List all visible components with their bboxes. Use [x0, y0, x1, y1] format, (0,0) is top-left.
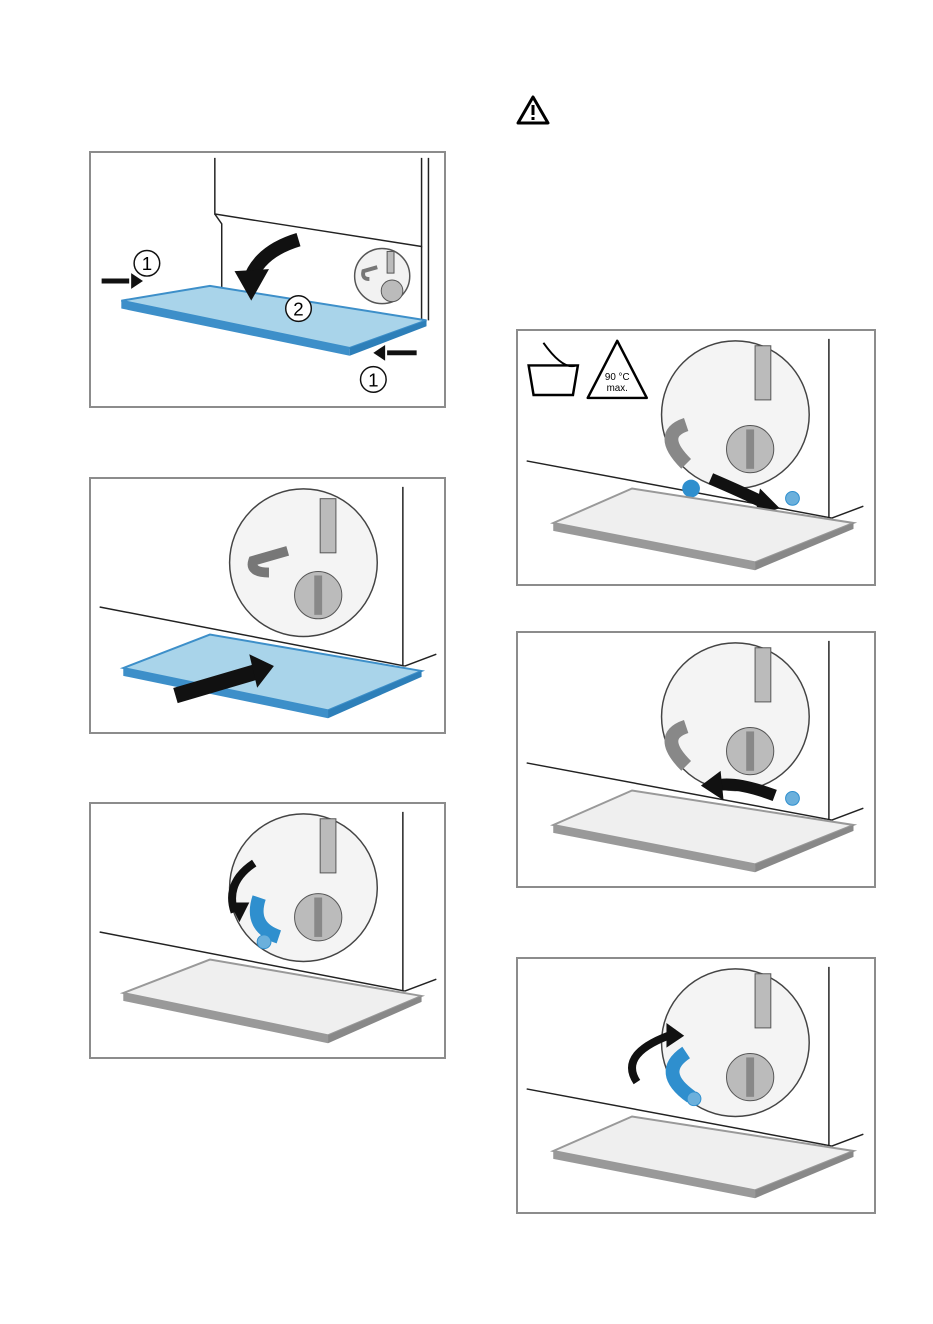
warning-triangle-icon [516, 95, 550, 125]
step-insert-tray-illustration [89, 477, 446, 734]
bucket-icon [529, 343, 578, 395]
hot-water-warning-icon: 90 °C max. [588, 341, 647, 398]
temp-line1: 90 °C [605, 372, 630, 383]
callout-1b: 1 [368, 369, 378, 390]
step-close-hose-illustration [516, 957, 876, 1214]
temp-line2: max. [607, 383, 628, 394]
step-replace-cap-illustration [516, 631, 876, 888]
step-drain-water-illustration: 90 °C max. [516, 329, 876, 586]
step-remove-tray-illustration: 1 2 1 [89, 151, 446, 408]
callout-2: 2 [293, 298, 303, 319]
step-open-hose-illustration [89, 802, 446, 1059]
callout-1a: 1 [142, 253, 152, 274]
